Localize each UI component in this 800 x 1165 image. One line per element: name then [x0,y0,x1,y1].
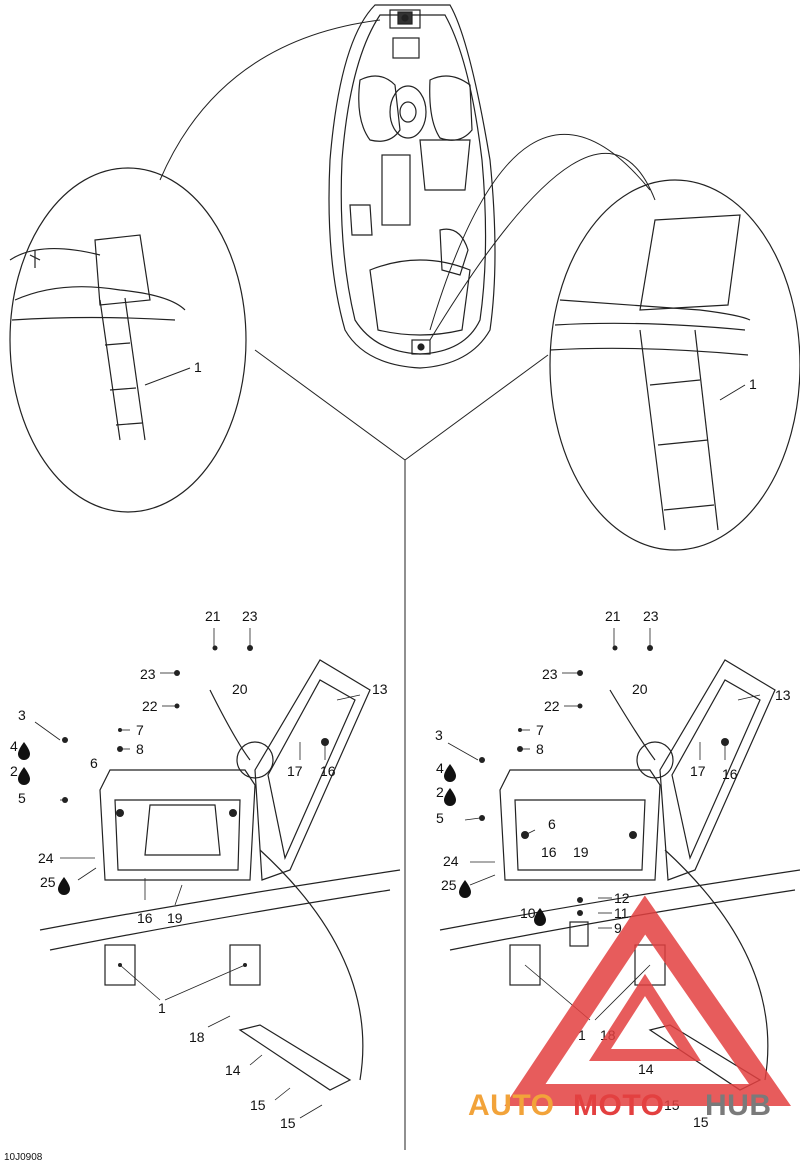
right-assembly-fasteners [479,645,729,916]
part-callout-1: 1 [158,1000,166,1016]
part-callout-4: 4 [436,760,444,776]
part-callout-2: 2 [436,784,444,800]
part-callout-5: 5 [436,810,444,826]
left-assembly-leaders [34,628,361,1119]
part-callout-14: 14 [638,1061,654,1077]
part-callout-13: 13 [372,681,388,697]
left-circle-callout-1: 1 [194,359,202,375]
left-assembly-fasteners [62,645,329,967]
right-detail-circle [549,179,800,551]
part-callout-6: 6 [90,755,98,771]
part-callout-6: 6 [548,816,556,832]
part-callout-24: 24 [443,853,459,869]
part-callout-10: 10 [520,905,536,921]
part-callout-16: 16 [722,766,738,782]
part-callout-25: 25 [40,874,56,890]
part-callout-24: 24 [38,850,54,866]
right-assembly-leaders [447,628,761,1021]
part-callout-12: 12 [614,890,630,906]
watermark-text-moto: MOTO [573,1089,664,1122]
figure-code: 10J0908 [4,1152,43,1163]
oil-drop-icons [18,742,546,926]
part-callout-20: 20 [632,681,648,697]
part-callout-23: 23 [542,666,558,682]
part-callout-7: 7 [136,722,144,738]
right-assembly-drawing [439,659,800,1091]
part-callout-11: 11 [614,905,629,921]
part-callout-25: 25 [441,877,457,893]
part-callout-3: 3 [18,707,26,723]
part-callout-23: 23 [140,666,156,682]
left-assembly-drawing [39,659,401,1091]
part-callout-9: 9 [614,920,622,936]
right-circle-callout-1: 1 [749,376,757,392]
part-callout-13: 13 [775,687,791,703]
part-callout-23: 23 [643,608,659,624]
part-callout-15: 15 [250,1097,266,1113]
part-callout-22: 22 [142,698,158,714]
part-callout-4: 4 [10,738,18,754]
part-callout-17: 17 [287,763,303,779]
part-callout-19: 19 [573,844,589,860]
part-callout-3: 3 [435,727,443,743]
part-callout-7: 7 [536,722,544,738]
left-circle-leader [144,367,191,386]
watermark-logo [504,895,792,1106]
watermark-text-auto: AUTO [468,1089,554,1122]
left-detail-circle [9,167,247,513]
part-callout-20: 20 [232,681,248,697]
part-callout-15: 15 [280,1115,296,1131]
part-callout-1: 1 [578,1027,586,1043]
part-callout-19: 19 [167,910,183,926]
part-callout-14: 14 [225,1062,241,1078]
part-callout-21: 21 [205,608,221,624]
part-callout-15: 15 [693,1114,709,1130]
watermark-text-hub: HUB [705,1089,772,1122]
part-callout-23: 23 [242,608,258,624]
part-callout-22: 22 [544,698,560,714]
part-callout-21: 21 [605,608,621,624]
right-circle-leader [719,384,746,401]
boat-top-view [328,4,496,369]
part-callout-16: 16 [541,844,557,860]
connector-arcs [159,19,656,1150]
part-callout-8: 8 [136,741,144,757]
part-callout-16: 16 [320,763,336,779]
part-callout-17: 17 [690,763,706,779]
part-callout-16: 16 [137,910,153,926]
part-callout-5: 5 [18,790,26,806]
part-callout-18: 18 [189,1029,205,1045]
part-callout-8: 8 [536,741,544,757]
part-callout-2: 2 [10,763,18,779]
